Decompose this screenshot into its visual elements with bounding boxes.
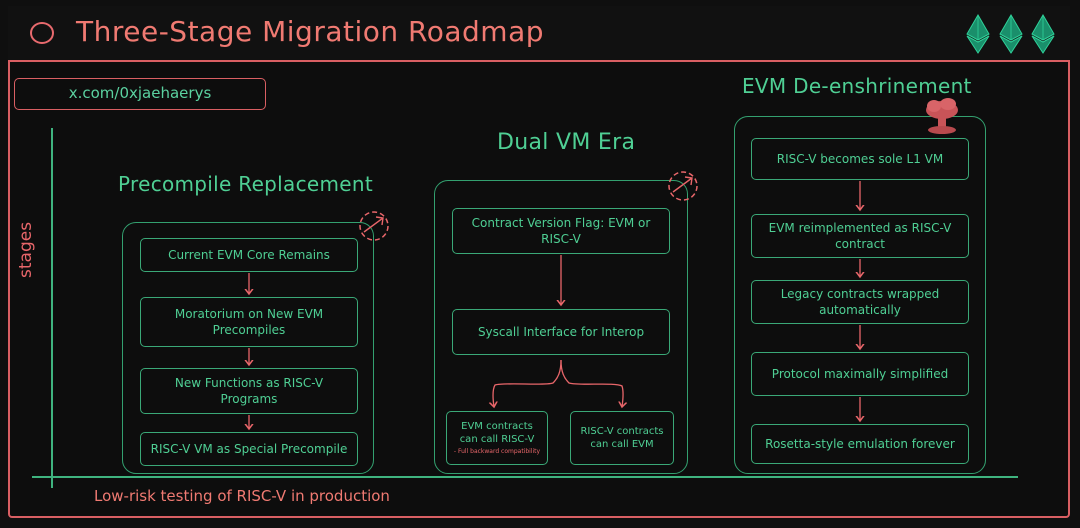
stage-3-step-3: Legacy contracts wrapped automatically <box>751 280 969 324</box>
ethereum-icon <box>999 14 1023 54</box>
stage-1-title: Precompile Replacement <box>118 172 373 196</box>
stage-1-step-3: New Functions as RISC-V Programs <box>140 368 358 414</box>
x-axis-label: Low-risk testing of RISC-V in production <box>94 487 390 505</box>
mushroom-cloud-icon <box>926 98 958 134</box>
stage-2-branch-1-note: - Full backward compatibility <box>453 448 541 455</box>
stage-2-step-2: Syscall Interface for Interop <box>452 309 670 355</box>
branch-brace <box>493 359 562 407</box>
x-axis-line <box>32 476 1018 478</box>
stage-3-title: EVM De-enshrinement <box>742 74 972 98</box>
stage-3-step-4: Protocol maximally simplified <box>751 352 969 396</box>
stage-2-title: Dual VM Era <box>497 130 636 155</box>
stage-2-branch-1: EVM contracts can call RISC-V - Full back… <box>446 411 548 465</box>
stage-1-panel <box>122 222 374 474</box>
stage-1-step-4: RISC-V VM as Special Precompile <box>140 432 358 466</box>
ethereum-icon <box>966 14 990 54</box>
stage-3-step-5: Rosetta-style emulation forever <box>751 424 969 464</box>
title-bar <box>8 6 1070 62</box>
window-circle-icon <box>30 22 54 44</box>
stage-2-step-1: Contract Version Flag: EVM or RISC-V <box>452 208 670 254</box>
author-url-badge[interactable]: x.com/0xjaehaerys <box>14 78 266 110</box>
ethereum-icon <box>1031 14 1055 54</box>
stage-1-step-1: Current EVM Core Remains <box>140 238 358 272</box>
stage-2-branch-2: RISC-V contracts can call EVM <box>570 411 674 465</box>
stage-3-panel <box>734 116 986 474</box>
stage-2-branch-1-label: EVM contracts can call RISC-V <box>459 421 535 445</box>
stage-2-panel <box>434 180 688 474</box>
dashed-circle-arrow-icon <box>359 211 389 241</box>
stage-3-step-2: EVM reimplemented as RISC-V contract <box>751 214 969 258</box>
dashed-circle-arrow-icon <box>668 171 698 201</box>
branch-brace <box>560 359 623 407</box>
y-axis-line <box>51 128 53 488</box>
stage-1-step-2: Moratorium on New EVM Precompiles <box>140 297 358 347</box>
page-title: Three-Stage Migration Roadmap <box>76 15 544 48</box>
stage-3-step-1: RISC-V becomes sole L1 VM <box>751 138 969 180</box>
